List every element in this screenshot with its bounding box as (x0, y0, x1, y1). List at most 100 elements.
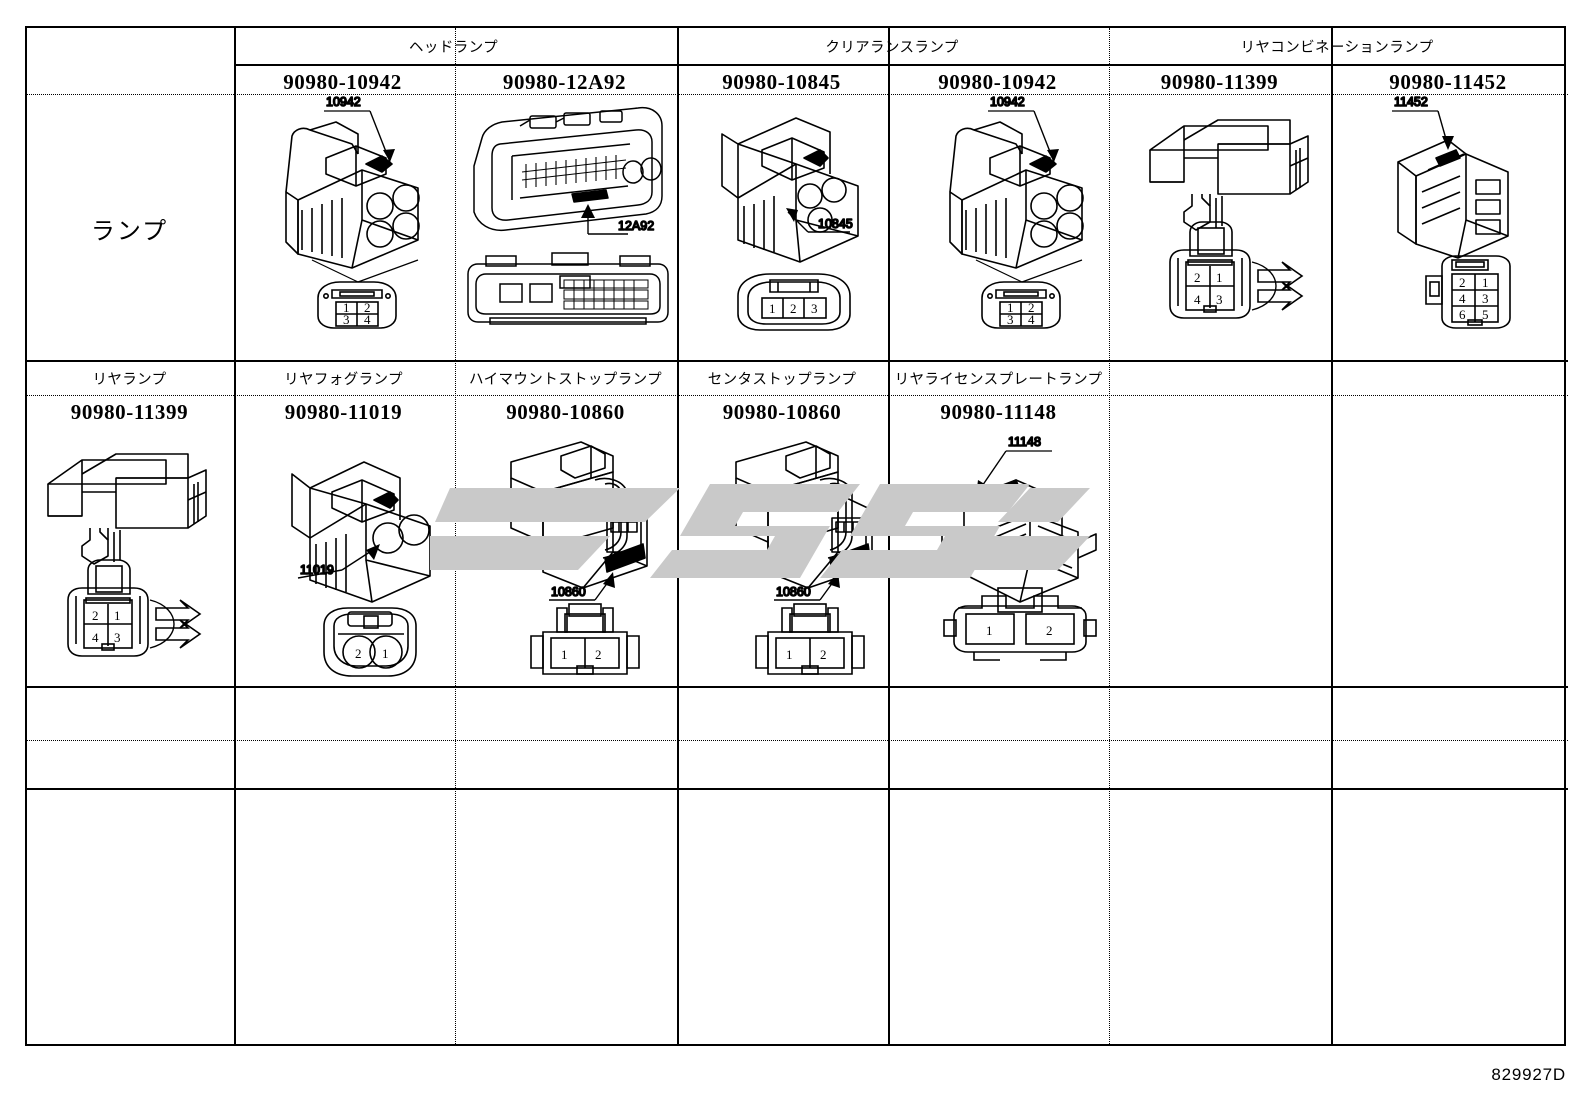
svg-text:3: 3 (1482, 291, 1489, 306)
subtitle-r2c2: リヤフォグランプ (284, 371, 403, 388)
connector-illustration-r1c4: 10942 (910, 92, 1122, 330)
connector-illustration-r2c5: 11148 (930, 430, 1120, 670)
connector-illustration-r1c2: 12A92 (460, 100, 676, 330)
svg-text:3: 3 (1216, 292, 1223, 307)
table-frame (25, 26, 1568, 1046)
col-rule-6 (1331, 28, 1334, 686)
pin-numbers-r2c2: 2 1 (355, 646, 389, 661)
svg-text:3: 3 (811, 301, 818, 316)
empty-row-5-c1 (27, 790, 232, 1042)
svg-text:1: 1 (1216, 270, 1223, 285)
row-label-lamp: ランプ (90, 216, 169, 245)
pin-numbers-r2c3: 1 2 (561, 647, 602, 662)
callout-label-r2c3: 10860 (551, 585, 586, 599)
svg-text:1: 1 (1482, 275, 1489, 290)
svg-text:1: 1 (986, 623, 993, 638)
connector-illustration-r2c3: 10860 1 2 (495, 432, 685, 680)
callout-label-r1c6: 11452 (1394, 95, 1428, 109)
svg-text:1: 1 (382, 646, 389, 661)
connector-illustration-r2c1: 2 1 4 3 (38, 440, 218, 670)
svg-text:1: 1 (561, 647, 568, 662)
svg-text:2: 2 (1459, 275, 1466, 290)
callout-label-r2c5: 11148 (1008, 435, 1041, 449)
connector-illustration-r1c3: 10845 1 2 3 (700, 100, 890, 332)
pin-numbers-r1c5: 2 1 4 3 (1194, 270, 1223, 307)
footer-drawing-code: 829927D (1491, 1065, 1566, 1084)
svg-text:2: 2 (92, 608, 99, 623)
part-number-r1c3: 90980-10845 (722, 69, 841, 94)
svg-text:2: 2 (1194, 270, 1201, 285)
callout-label-r1c1: 10942 (326, 95, 361, 109)
svg-text:2: 2 (1046, 623, 1053, 638)
svg-text:3: 3 (1007, 312, 1014, 327)
row-rule-row2-bottom (27, 686, 1568, 689)
svg-text:4: 4 (92, 630, 99, 645)
row-rule-row1-bottom (27, 360, 1568, 363)
part-number-r2c4: 90980-10860 (722, 399, 842, 424)
svg-text:4: 4 (1194, 292, 1201, 307)
empty-row-3-c1 (27, 686, 232, 738)
group-header-rear-combination-lamp: リヤコンビネーションランプ (1240, 39, 1434, 56)
connector-illustration-r1c6: 11452 (1380, 92, 1560, 332)
svg-text:5: 5 (1482, 307, 1489, 322)
svg-text:4: 4 (364, 312, 371, 327)
connector-illustration-r1c5: 2 1 4 3 (1140, 110, 1320, 330)
col-rule-1b (234, 686, 237, 1046)
col-rule-2 (455, 28, 456, 686)
svg-text:2: 2 (595, 647, 602, 662)
part-number-r1c2: 90980-12A92 (502, 69, 627, 94)
part-number-r2c2: 90980-11019 (284, 399, 403, 424)
row-rule-empty-2 (27, 788, 1568, 791)
pin-numbers-r1c1: 1 2 3 4 (343, 300, 371, 327)
callout-label-r2c2: 11019 (300, 563, 334, 577)
part-number-r1c6: 90980-11452 (1389, 69, 1507, 94)
row-rule-group (234, 64, 1566, 66)
svg-text:6: 6 (1459, 307, 1466, 322)
svg-text:3: 3 (343, 312, 350, 327)
empty-cell-r2c7 (1332, 361, 1565, 657)
subtitle-r2c1: リヤランプ (92, 371, 167, 388)
col-rule-6b (1331, 686, 1334, 1046)
svg-text:2: 2 (1028, 300, 1035, 315)
empty-cell-r2c6 (1110, 361, 1331, 657)
subtitle-r2c5: リヤライセンスプレートランプ (894, 371, 1103, 388)
svg-text:1: 1 (114, 608, 121, 623)
svg-text:3: 3 (114, 630, 121, 645)
pin-numbers-r2c1: 2 1 4 3 (92, 608, 121, 645)
part-number-r1c1: 90980-10942 (283, 69, 402, 94)
part-number-r2c1: 90980-11399 (70, 399, 189, 424)
col-rule-5 (1109, 28, 1110, 686)
row-rule-empty-1 (27, 740, 1568, 741)
col-rule-1 (234, 28, 237, 686)
svg-text:4: 4 (1028, 312, 1035, 327)
callout-label-r1c4: 10942 (990, 95, 1025, 109)
group-header-clearance-lamp: クリアランスランプ (825, 39, 959, 56)
svg-text:2: 2 (820, 647, 827, 662)
svg-text:2: 2 (355, 646, 362, 661)
col-rule-4b (888, 686, 891, 1046)
part-number-r2c5: 90980-11148 (940, 399, 1057, 424)
svg-text:1: 1 (769, 301, 776, 316)
svg-text:1: 1 (343, 300, 350, 315)
connector-illustration-r2c4: 10860 1 2 (720, 432, 910, 680)
part-number-r2c3: 90980-10860 (506, 399, 625, 424)
connector-illustration-r1c1: 10942 (240, 92, 452, 330)
row-rule-row2-partno (27, 395, 1568, 396)
pin-numbers-r1c3: 1 2 3 (769, 301, 818, 316)
pin-numbers-r1c6: 2 1 4 3 6 5 (1459, 275, 1489, 322)
svg-text:1: 1 (1007, 300, 1014, 315)
col-rule-4 (888, 28, 891, 686)
col-rule-2b (455, 686, 456, 1046)
group-header-headlamp: ヘッドランプ (409, 39, 498, 56)
part-number-r1c5: 90980-11399 (1160, 69, 1279, 94)
subtitle-r2c3: ハイマウントストップランプ (469, 371, 662, 388)
pin-numbers-r2c5: 1 2 (986, 623, 1053, 638)
pin-numbers-r2c4: 1 2 (786, 647, 827, 662)
col-rule-5b (1109, 686, 1110, 1046)
col-rule-3b (677, 686, 680, 1046)
part-number-r1c4: 90980-10942 (938, 69, 1057, 94)
row-rule-partno-top (27, 94, 1568, 95)
svg-text:4: 4 (1459, 291, 1466, 306)
empty-row-4-c1 (27, 740, 232, 786)
